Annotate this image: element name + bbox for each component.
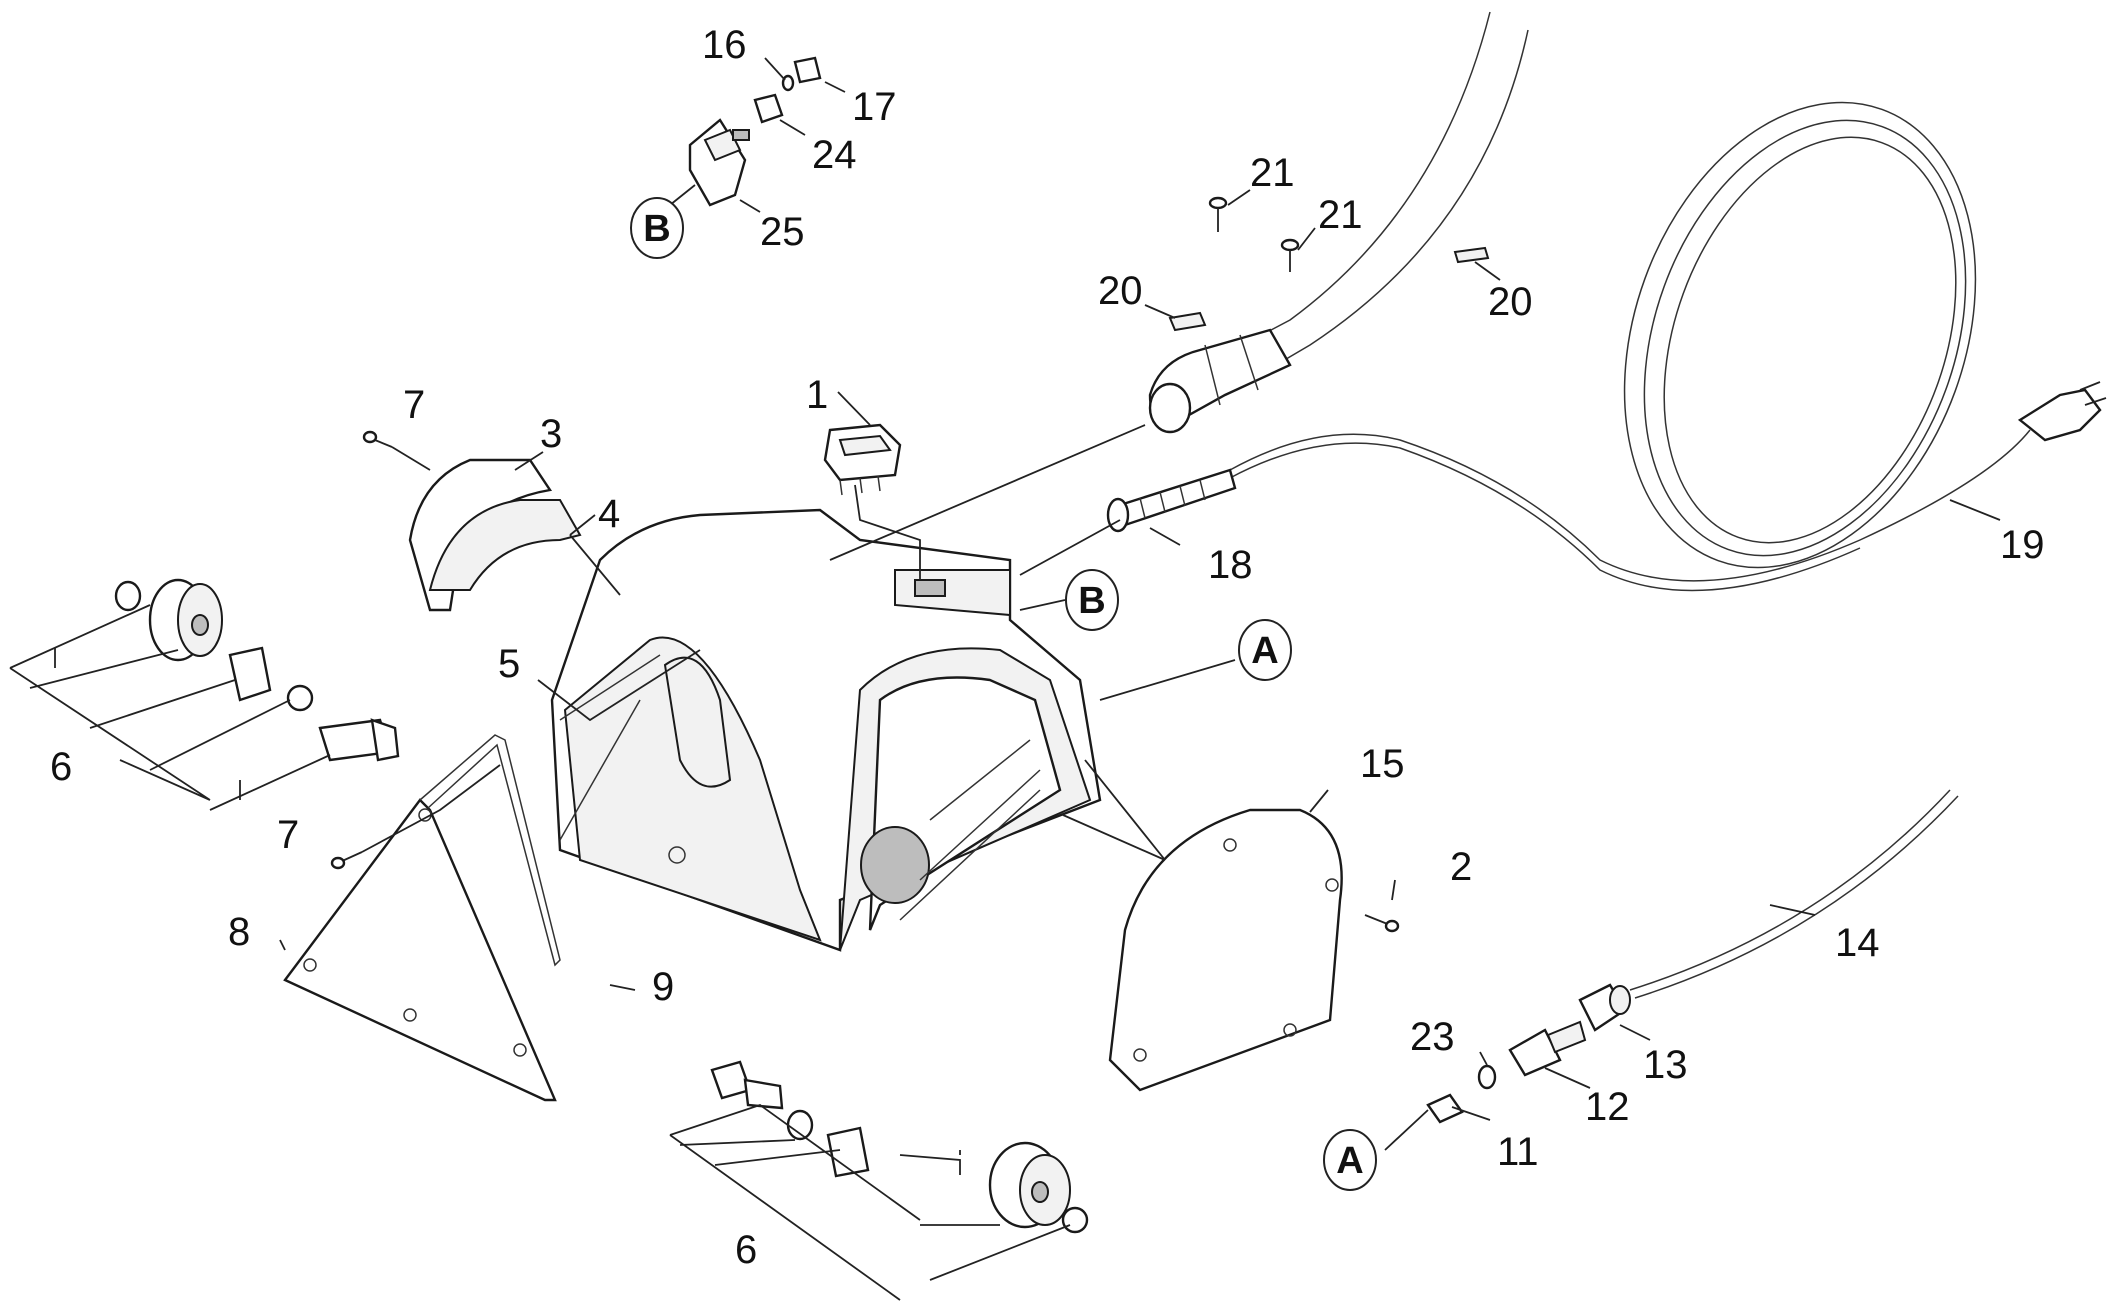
label-part-11: 11: [1497, 1130, 1539, 1174]
marker-B-switch: B: [630, 197, 684, 259]
hose-part-14: [1629, 789, 1959, 999]
label-part-20-right: 20: [1488, 280, 1533, 324]
strain-relief-part-18: [1106, 468, 1237, 533]
marker-B-text: B: [1078, 580, 1105, 622]
label-part-1: 1: [806, 373, 828, 417]
label-part-6-upper: 6: [50, 745, 72, 789]
label-part-9: 9: [652, 965, 674, 1009]
wheel-assembly-upper-part-6: [114, 578, 400, 762]
leader-lines: [9, 57, 2001, 1301]
marker-A-fitting: A: [1323, 1129, 1377, 1191]
nut-part-24: [753, 93, 784, 124]
label-part-17: 17: [852, 85, 897, 129]
label-part-20-left: 20: [1098, 269, 1143, 313]
fitting-part-17: [793, 56, 822, 84]
housing-part-5: [550, 508, 1102, 952]
pressure-switch-part-25: [688, 118, 750, 207]
label-part-6-lower: 6: [735, 1228, 757, 1272]
power-cable-part-19: [1229, 101, 2107, 592]
nipple-part-11: [1426, 1093, 1464, 1124]
screw-part-21b: [1280, 238, 1300, 272]
o-ring-part-23: [1477, 1064, 1497, 1090]
marker-A-text: A: [1251, 630, 1278, 672]
marker-B-housing: B: [1065, 569, 1119, 631]
marker-A-housing: A: [1238, 619, 1292, 681]
gasket-part-9: [419, 734, 561, 967]
label-part-24: 24: [812, 133, 857, 177]
label-part-3: 3: [540, 412, 562, 456]
label-part-15: 15: [1360, 742, 1405, 786]
label-part-23: 23: [1410, 1015, 1455, 1059]
label-part-18: 18: [1208, 543, 1253, 587]
label-part-2: 2: [1450, 845, 1472, 889]
marker-A-text: A: [1336, 1140, 1363, 1182]
label-part-14: 14: [1835, 921, 1880, 965]
marker-B-text: B: [643, 208, 670, 250]
label-part-25: 25: [760, 210, 805, 254]
label-part-19: 19: [2000, 523, 2045, 567]
nut-part-13: [1578, 983, 1631, 1032]
fitting-part-12: [1508, 1020, 1587, 1077]
label-part-7-lower: 7: [277, 813, 299, 857]
label-part-16: 16: [702, 23, 747, 67]
plate-part-8: [283, 798, 557, 1102]
switch-part-1: [823, 423, 902, 496]
screw-part-7a: [362, 430, 393, 448]
label-part-7-upper: 7: [403, 383, 425, 427]
label-part-4: 4: [598, 492, 620, 536]
screw-part-2: [1364, 914, 1400, 933]
o-ring-part-16: [781, 74, 795, 92]
label-part-21-lower: 21: [1318, 193, 1363, 237]
screw-part-21a: [1208, 196, 1228, 232]
label-part-8: 8: [228, 910, 250, 954]
bracket-part-4: [428, 499, 582, 591]
cover-part-15: [1108, 808, 1343, 1092]
label-part-12: 12: [1585, 1085, 1630, 1129]
handle-tube: [1148, 11, 1529, 434]
screw-part-7b: [330, 851, 363, 870]
label-part-21-upper: 21: [1250, 151, 1295, 195]
label-part-13: 13: [1643, 1043, 1688, 1087]
label-part-5: 5: [498, 642, 520, 686]
